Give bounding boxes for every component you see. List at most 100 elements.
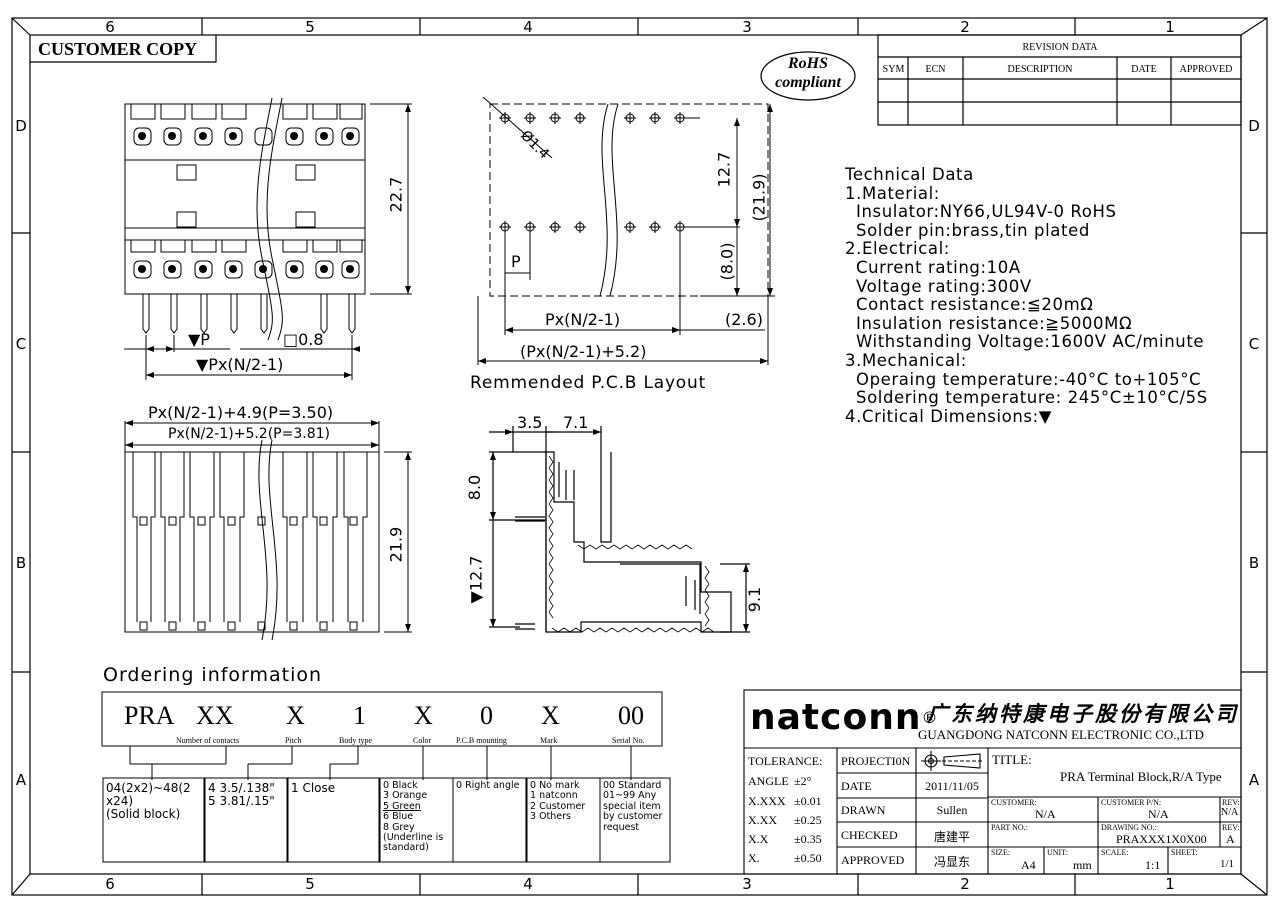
dim-side-9-1: 9.1 [745, 586, 765, 613]
order-options-contacts: 04(2x2)~48(2 x24) (Solid block) [106, 781, 191, 821]
technical-line: 3.Mechanical: [845, 350, 967, 370]
revision-header-description: DESCRIPTION [1007, 64, 1073, 75]
rev-customer-value: N/A [1221, 807, 1239, 818]
dim-front-height: 22.7 [386, 176, 406, 213]
order-options-body: 1 Close [291, 781, 336, 795]
zone-label-left: D [15, 117, 27, 135]
dim-pcb-offset: (2.6) [725, 310, 763, 329]
dim-pcb-row-spacing: 12.7 [714, 151, 734, 188]
dim-side-3-5: 3.5 [517, 413, 543, 432]
dim-pcb-edge: (8.0) [717, 242, 737, 281]
customer-pn-label: CUSTOMER P/N: [1101, 798, 1162, 807]
order-code-mounting: 0 [480, 701, 493, 730]
zone-label-bottom: 3 [742, 875, 752, 893]
tolerance-key: X. [748, 851, 760, 865]
order-code-pitch: X [286, 701, 305, 730]
approved-label: APPROVED [841, 853, 905, 867]
unit-value: mm [1073, 858, 1092, 872]
part-no-label: PART NO.: [991, 823, 1028, 832]
rohs-badge-line2: compliant [775, 74, 841, 91]
brand-logo: natconn® [750, 693, 938, 743]
order-label-serial: Serial No. [612, 736, 645, 745]
order-label-color: Color [413, 736, 432, 745]
scale-label: SCALE: [1101, 848, 1129, 857]
tolerance-value: ±2° [794, 774, 812, 788]
drawing-no-label: DRAWING NO.: [1101, 823, 1157, 832]
order-label-body: Body type [339, 736, 373, 745]
revision-header-approved: APPROVED [1179, 64, 1233, 75]
order-code-contacts: XX [196, 701, 234, 730]
sheet-value: 1/1 [1220, 858, 1235, 870]
zone-label-left: C [15, 335, 27, 353]
order-options-mark: 0 No mark 1 natconn 2 Customer 3 Others [530, 780, 586, 823]
tolerance-value: ±0.01 [794, 794, 822, 808]
technical-line: Voltage rating:300V [856, 276, 1032, 296]
tolerance-key: ANGLE [748, 774, 789, 788]
checked-value: 唐建平 [933, 830, 970, 844]
zone-label-top: 2 [960, 18, 970, 36]
zone-label-bottom: 4 [523, 875, 533, 893]
dim-top-width-381: Px(N/2-1)+5.2(P=3.81) [168, 426, 330, 442]
order-label-mounting: P.C.B mounting [456, 736, 507, 745]
customer-label: CUSTOMER: [991, 798, 1037, 807]
dim-side-7-1: 7.1 [563, 413, 589, 432]
dim-side-12-7: ▼12.7 [466, 555, 486, 604]
company-name-en: GUANGDONG NATCONN ELECTRONIC CO.,LTD [918, 727, 1204, 742]
rev-label: REV: [1222, 823, 1240, 832]
title-label: TITLE: [992, 752, 1032, 767]
technical-line: 2.Electrical: [845, 239, 950, 259]
dim-front-pitch: ▼P [188, 330, 210, 349]
dim-pcb-span: Px(N/2-1) [545, 310, 621, 329]
zone-label-top: 1 [1165, 18, 1175, 36]
brand-registered-mark: ® [921, 708, 939, 727]
size-value: A4 [1021, 858, 1036, 872]
dim-front-span: ▼Px(N/2-1) [196, 355, 284, 374]
zone-label-left: A [15, 771, 27, 789]
dim-pcb-pitch: P [511, 252, 521, 271]
ordering-title: Ordering information [103, 664, 323, 686]
dim-front-pin: □0.8 [283, 330, 324, 349]
revision-header-sym: SYM [882, 64, 905, 75]
order-code-serial: 00 [618, 701, 644, 730]
zone-label-top: 5 [305, 18, 315, 36]
brand-name: natconn [750, 697, 922, 738]
order-label-pitch: Pitch [285, 736, 302, 745]
zone-label-top: 3 [742, 18, 752, 36]
approved-value: 冯显东 [933, 855, 970, 869]
drawing-title: PRA Terminal Block,R/A Type [1060, 769, 1222, 784]
zone-label-top: 6 [105, 18, 115, 36]
technical-data: Technical Data 1.Material: Insulator:NY6… [845, 165, 1208, 426]
dim-top-height: 21.9 [386, 526, 406, 563]
dim-pcb-total-height: (21.9) [749, 173, 769, 222]
tolerance-key: X.XX [748, 813, 777, 827]
zone-label-left: B [15, 554, 27, 572]
zone-label-right: B [1248, 554, 1260, 572]
customer-pn-value: N/A [1148, 807, 1169, 821]
sheet-label: SHEET: [1171, 848, 1198, 857]
rev-label: REV: [1222, 798, 1240, 807]
drawn-value: Sullen [936, 803, 968, 817]
scale-value: 1:1 [1145, 858, 1161, 872]
customer-copy-label: CUSTOMER COPY [38, 39, 198, 59]
order-label-contacts: Number of contacts [176, 736, 240, 745]
technical-line: Soldering temperature: 245°C±10°C/5S [856, 388, 1208, 408]
revision-title: REVISION DATA [1022, 42, 1098, 53]
zone-label-bottom: 1 [1165, 875, 1175, 893]
tolerance-value: ±0.50 [794, 851, 822, 865]
order-code-mark: X [541, 701, 560, 730]
order-label-mark: Mark [540, 736, 558, 745]
order-options-color: 0 Black 3 Orange 5 Green 6 Blue 8 Grey (… [383, 780, 444, 854]
date-value: 2011/11/05 [925, 779, 979, 793]
technical-heading: Technical Data [845, 165, 974, 184]
drawn-label: DRAWN [841, 803, 886, 817]
checked-label: CHECKED [841, 828, 898, 842]
company-name-cn: 广东纳特康电子股份有限公司 [927, 702, 1239, 726]
tolerance-label: TOLERANCE: [748, 754, 823, 768]
technical-line: Insulation resistance:≧5000MΩ [856, 313, 1133, 333]
order-code-body: 1 [353, 701, 366, 730]
customer-value: N/A [1035, 807, 1056, 821]
dim-side-8-0: 8.0 [465, 474, 485, 501]
technical-line: Solder pin:brass,tin plated [856, 220, 1090, 240]
technical-line: Withstanding Voltage:1600V AC/minute [856, 332, 1205, 352]
